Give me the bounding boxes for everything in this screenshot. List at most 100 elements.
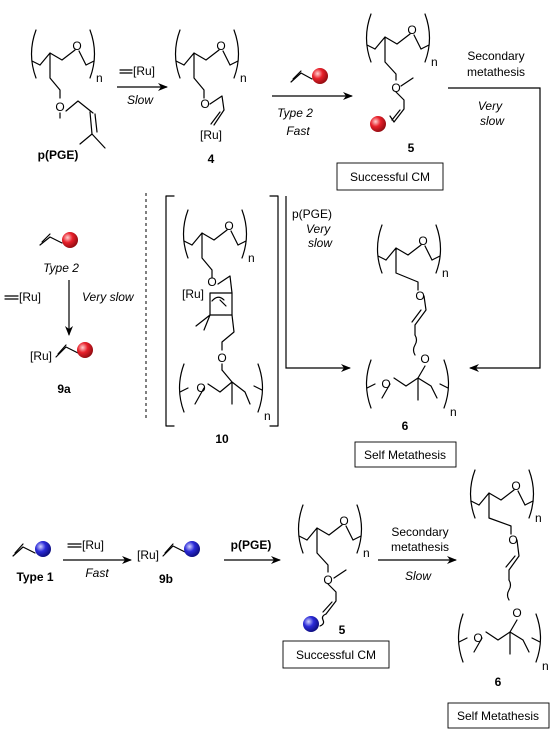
oxygen-label: O — [391, 81, 400, 95]
successful-cm-box — [336, 162, 444, 191]
oxygen-label: O — [512, 606, 521, 620]
ru-reagent-label: [Ru] — [82, 538, 104, 552]
condition-very-slow: Very slow — [82, 290, 135, 304]
condition-fast: Fast — [85, 566, 109, 580]
secondary-label: Secondary — [391, 525, 448, 539]
oxygen-label: O — [418, 234, 427, 248]
oxygen-label: O — [420, 352, 429, 366]
blue-ball-icon — [303, 616, 319, 632]
slow-label: slow — [308, 236, 333, 250]
compound-label-ppge: p(PGE) — [38, 148, 79, 162]
successful-cm-label: Successful CM — [350, 170, 430, 184]
oxygen-label: O — [200, 97, 209, 111]
red-ball-icon — [62, 232, 78, 248]
ru-reagent-label: [Ru] — [133, 64, 155, 78]
successful-cm-box — [282, 640, 390, 669]
compound-label-10: 10 — [215, 432, 229, 446]
ru-label: [Ru] — [137, 548, 159, 562]
compound-label-5: 5 — [408, 141, 415, 155]
oxygen-label: O — [508, 533, 517, 547]
compound-label-6: 6 — [402, 419, 409, 433]
compound-6b-structure: O n O O O n — [457, 469, 549, 673]
metathesis-label: metathesis — [391, 540, 449, 554]
oxygen-label: O — [196, 381, 205, 395]
repeat-n-label: n — [431, 55, 438, 69]
red-ball-icon — [312, 68, 328, 84]
oxygen-label: O — [407, 23, 416, 37]
ppge-reagent-label: p(PGE) — [231, 538, 272, 552]
self-metathesis-box — [447, 702, 550, 729]
oxygen-label: O — [224, 219, 233, 233]
type2-olefin — [39, 232, 78, 248]
repeat-n-label: n — [240, 71, 247, 85]
compound-label-9b: 9b — [159, 572, 173, 586]
arrow-5: p(PGE) Very slow — [285, 196, 351, 372]
ru-reagent-label: [Ru] — [19, 290, 41, 304]
oxygen-label: O — [72, 39, 81, 53]
compound-label-6: 6 — [495, 675, 502, 689]
blue-ball-icon — [35, 541, 51, 557]
compound-9a-structure: [Ru] — [30, 342, 93, 363]
arrow-1: [Ru] Slow — [117, 64, 168, 107]
condition-fast: Fast — [286, 124, 310, 138]
compound-9b-structure: [Ru] — [137, 541, 200, 562]
arrow-2: Type 2 Fast — [272, 68, 353, 138]
oxygen-label: O — [473, 631, 482, 645]
type-2-label: Type 2 — [277, 106, 313, 120]
blue-ball-icon — [184, 541, 200, 557]
very-label: Very — [478, 99, 503, 113]
repeat-n-label: n — [363, 546, 370, 560]
compound-6-structure: O n O O O n — [365, 224, 457, 419]
compound-5-structure: O n O — [365, 13, 438, 132]
successful-cm-label: Successful CM — [296, 648, 376, 662]
ru-label: [Ru] — [30, 349, 52, 363]
type1-olefin — [12, 541, 51, 557]
repeat-n-label: n — [442, 266, 449, 280]
repeat-n-label: n — [264, 409, 271, 423]
compound-label-4: 4 — [208, 152, 215, 166]
ru-label: [Ru] — [200, 128, 222, 142]
arrow-3: Secondary metathesis Very slow — [448, 49, 541, 372]
oxygen-label: O — [216, 39, 225, 53]
compound-label-9a: 9a — [57, 382, 71, 396]
type-2-label: Type 2 — [43, 261, 79, 275]
oxygen-label: O — [55, 100, 64, 114]
oxygen-label: O — [323, 573, 332, 587]
oxygen-label: O — [415, 289, 424, 303]
ru-label: [Ru] — [182, 287, 204, 301]
repeat-n-label: n — [535, 511, 542, 525]
arrow-6: [Ru] Fast — [63, 538, 132, 580]
very-label: Very — [306, 222, 331, 236]
oxygen-label: O — [511, 479, 520, 493]
repeat-n-label: n — [542, 659, 549, 673]
oxygen-label: O — [381, 377, 390, 391]
ppge-structure: O n O — [30, 29, 106, 149]
ppge-reagent-label: p(PGE) — [292, 207, 332, 221]
self-metathesis-box — [354, 441, 457, 468]
repeat-n-label: n — [450, 405, 457, 419]
type-1-label: Type 1 — [16, 570, 53, 584]
red-ball-icon — [77, 342, 93, 358]
slow-label: slow — [480, 114, 505, 128]
condition-slow: Slow — [405, 569, 432, 583]
self-metathesis-label: Self Metathesis — [457, 709, 539, 723]
arrow-8: Secondary metathesis Slow — [378, 525, 457, 583]
repeat-n-label: n — [96, 71, 103, 85]
oxygen-label: O — [339, 514, 348, 528]
repeat-n-label: n — [248, 251, 255, 265]
compound-10-structure: O n O [Ru] O O n — [165, 195, 279, 427]
arrow-4: [Ru] Very slow — [4, 280, 135, 336]
red-ball-icon — [370, 116, 386, 132]
metathesis-label: metathesis — [467, 65, 525, 79]
secondary-label: Secondary — [467, 49, 524, 63]
compound-4-structure: O n O [Ru] — [174, 29, 247, 142]
condition-slow: Slow — [127, 93, 154, 107]
arrow-7: p(PGE) — [224, 538, 281, 564]
compound-label-5: 5 — [339, 623, 346, 637]
oxygen-label: O — [217, 351, 226, 365]
self-metathesis-label: Self Metathesis — [364, 448, 446, 462]
compound-5b-structure: O n O — [297, 504, 370, 632]
oxygen-label: O — [207, 275, 216, 289]
